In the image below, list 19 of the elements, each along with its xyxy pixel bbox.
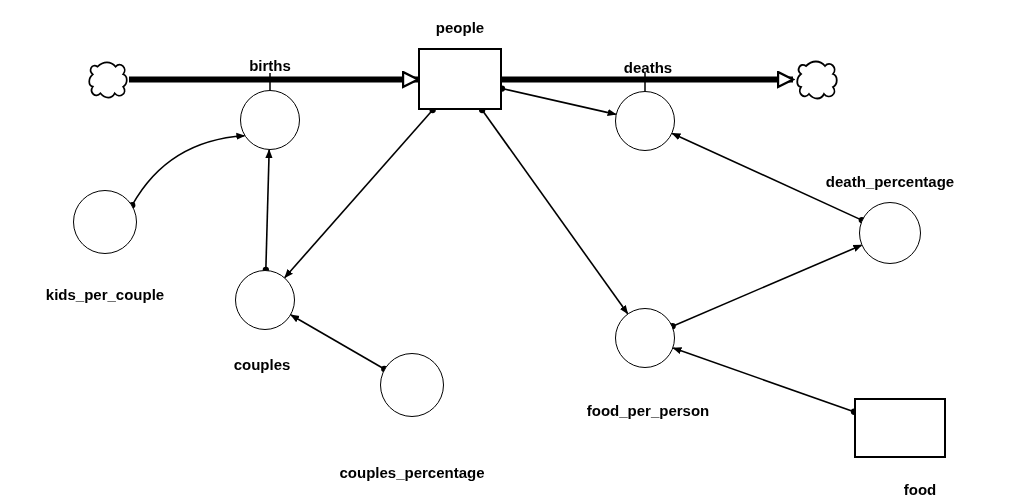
stock-label: food [903,482,937,495]
flow-pipe [502,70,795,89]
cloud-icon [87,61,129,99]
flow-label: deaths [623,60,673,75]
flow-pipe [129,70,420,89]
variable-label: kids_per_couple [45,287,165,302]
variable-label: couples [233,357,291,372]
stock-box [854,398,946,458]
connector-arrow [671,132,865,224]
stock-box [418,48,502,110]
cloud-icon [796,60,838,100]
connector-arrow [129,132,246,209]
variable-label: food_per_person [586,403,710,418]
variable-label: couples_percentage [339,465,485,480]
flow-label: births [249,58,291,73]
variable-label: death_percentage [825,174,955,189]
connector-arrow [669,244,863,330]
stock-label: people [435,20,485,35]
connector-arrow [290,314,388,373]
